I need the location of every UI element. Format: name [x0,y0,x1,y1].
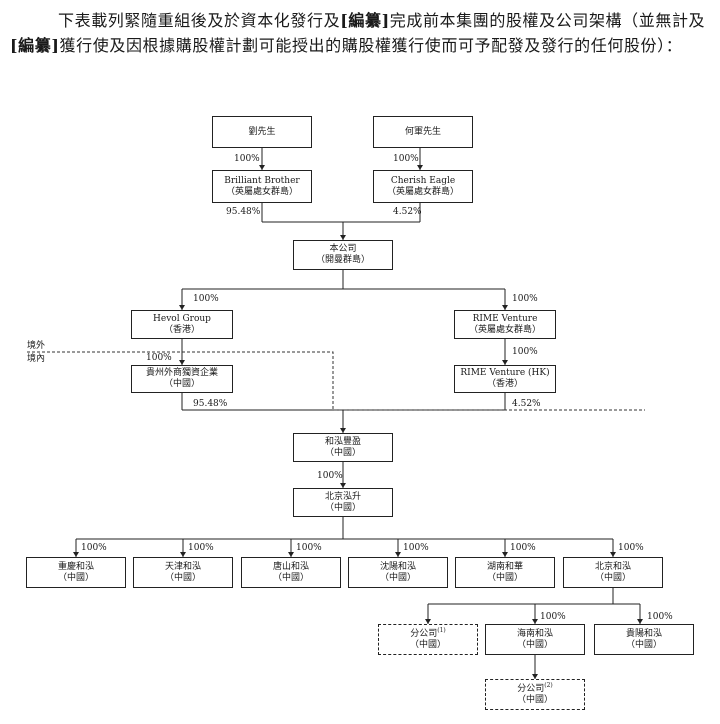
pct-bjhs-shenyang: 100% [403,543,429,553]
region-offshore-label: 境外 [27,341,46,351]
entity-box-chongqing-hehong: 重慶和泓 （中國） [26,557,126,588]
entity-box-hehong-fengying: 和泓豐盈 （中國） [293,433,393,462]
pct-guizhou-hhfy: 95.48% [193,399,228,409]
region-boundary-line [27,351,645,411]
entity-box-branch-2: 分公司(2) （中國） [485,679,585,710]
pct-bjhs-hunan: 100% [510,543,536,553]
entity-jurisdiction: （中國） [324,447,361,458]
pct-beijing-guiyang: 100% [647,612,673,622]
entity-name: 北京和泓 [594,561,631,572]
entity-box-tangshan-hehong: 唐山和泓 （中國） [241,557,341,588]
entity-name: 海南和泓 [516,628,553,639]
entity-name: 重慶和泓 [57,561,94,572]
entity-box-hunan-hehua: 湖南和華 （中國） [455,557,555,588]
entity-name: RIME Venture [472,313,538,324]
entity-box-branch-1: 分公司(1) （中國） [378,624,478,655]
entity-jurisdiction: （中國） [379,572,416,583]
entity-jurisdiction: （中國） [163,379,200,389]
intro-paragraph: 下表載列緊隨重組後及於資本化發行及[編纂]完成前本集團的股權及公司架構（並無計及… [10,8,714,58]
entity-jurisdiction: （英屬處女群島） [386,186,459,197]
pct-beijing-hainan: 100% [540,612,566,622]
entity-jurisdiction: （中國） [324,502,361,513]
entity-name: 唐山和泓 [272,561,309,572]
entity-jurisdiction: （中國） [57,572,94,583]
entity-name: 何軍先生 [404,126,441,137]
entity-jurisdiction: （中國） [594,572,631,583]
entity-jurisdiction: （香港） [163,324,200,335]
entity-box-beijing-hehong: 北京和泓 （中國） [563,557,663,588]
entity-box-company: 本公司 （開曼群島） [293,240,393,270]
entity-box-tianjin-hehong: 天津和泓 （中國） [133,557,233,588]
region-onshore-label: 境內 [27,354,46,364]
entity-jurisdiction: （中國） [409,639,446,650]
entity-box-guiyang-hehong: 貴陽和泓 （中國） [594,624,694,655]
redacted-marker: [編纂] [340,11,390,30]
pct-company-hevol: 100% [193,294,219,304]
pct-rime-rimehk: 100% [512,347,538,357]
entity-box-shenyang-hehong: 沈陽和泓 （中國） [348,557,448,588]
entity-name: Hevol Group [153,313,211,324]
entity-name: 分公司(2) [517,681,553,694]
intro-text-2: 完成前本集團的股權及公司架構（並無計及 [389,11,706,30]
entity-jurisdiction: （中國） [625,639,662,650]
pct-he-cherish: 100% [393,154,419,164]
entity-jurisdiction: （香港） [486,379,523,389]
entity-box-cherish-eagle: Cherish Eagle （英屬處女群島） [373,170,473,203]
entity-jurisdiction: （中國） [486,572,523,583]
entity-name: 北京泓升 [324,491,361,502]
entity-name: 湖南和華 [486,561,523,572]
entity-box-liu: 劉先生 [212,116,312,148]
entity-name: 分公司(1) [410,626,446,639]
entity-jurisdiction: （中國） [272,572,309,583]
entity-name: RIME Venture (HK) [460,368,550,378]
entity-jurisdiction: （英屬處女群島） [468,324,541,335]
entity-box-rime-venture: RIME Venture （英屬處女群島） [454,310,556,339]
pct-hevol-guizhou: 100% [146,353,172,363]
entity-jurisdiction: （中國） [164,572,201,583]
pct-bjhs-beijing: 100% [618,543,644,553]
entity-box-hevol-group: Hevol Group （香港） [131,310,233,339]
entity-name: Brilliant Brother [224,175,300,186]
entity-jurisdiction: （開曼群島） [315,255,370,265]
entity-box-rime-venture-hk: RIME Venture (HK) （香港） [454,365,556,393]
entity-name: 貴陽和泓 [625,628,662,639]
pct-bjhs-tangshan: 100% [296,543,322,553]
entity-name: 天津和泓 [164,561,201,572]
pct-cherish-company: 4.52% [393,207,422,217]
entity-jurisdiction: （中國） [516,694,553,705]
entity-box-beijing-hongsheng: 北京泓升 （中國） [293,488,393,517]
pct-bjhs-tianjin: 100% [188,543,214,553]
redacted-marker: [編纂] [10,36,60,55]
pct-hhfy-bjhs: 100% [317,471,343,481]
intro-text-3: 獲行使及因根據購股權計劃可能授出的購股權獲行使而可予配發及發行的任何股份）： [59,36,683,55]
entity-box-brilliant-brother: Brilliant Brother （英屬處女群島） [212,170,312,203]
footnote-marker: (2) [544,681,553,689]
pct-brilliant-company: 95.48% [226,207,261,217]
entity-jurisdiction: （中國） [516,639,553,650]
pct-company-rime: 100% [512,294,538,304]
pct-rimehk-hhfy: 4.52% [512,399,541,409]
entity-name: 本公司 [329,244,357,254]
entity-name: Cherish Eagle [390,175,456,186]
entity-name: 貴州外商獨資企業 [145,368,218,378]
footnote-marker: (1) [437,626,446,634]
entity-box-he-jun: 何軍先生 [373,116,473,148]
entity-name: 沈陽和泓 [379,561,416,572]
entity-box-hainan-hehong: 海南和泓 （中國） [485,624,585,655]
entity-jurisdiction: （英屬處女群島） [225,186,298,197]
pct-liu-brilliant: 100% [234,154,260,164]
entity-box-guizhou-wfoe: 貴州外商獨資企業 （中國） [131,365,233,393]
entity-name: 和泓豐盈 [324,436,361,447]
intro-text-1: 下表載列緊隨重組後及於資本化發行及 [58,11,341,30]
entity-name: 劉先生 [248,126,276,137]
pct-bjhs-chongqing: 100% [81,543,107,553]
